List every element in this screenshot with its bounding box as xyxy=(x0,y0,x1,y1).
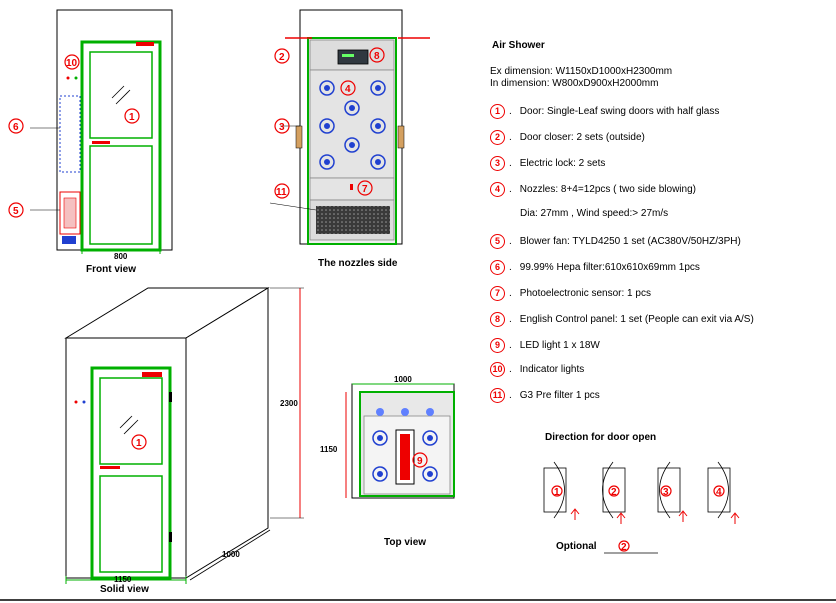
svg-text:3: 3 xyxy=(279,122,285,133)
front-width-label: 800 xyxy=(114,252,128,261)
svg-text:7: 7 xyxy=(362,184,368,195)
spec-number-marker: 8 xyxy=(490,312,505,327)
spec-separator: . xyxy=(509,288,512,299)
marker-6-front: 6 xyxy=(8,118,24,134)
door-option-2: 2 xyxy=(602,461,626,524)
marker-1-front: 1 xyxy=(124,108,140,124)
door-option-1: 1 xyxy=(543,461,580,520)
spec-item: 2. Door closer: 2 sets (outside) xyxy=(490,130,645,145)
spec-text: 99.99% Hepa filter:610x610x69mm 1pcs xyxy=(519,262,700,273)
nozzles-side-caption: The nozzles side xyxy=(318,258,398,269)
spec-item: 5. Blower fan: TYLD4250 1 set (AC380V/50H… xyxy=(490,234,741,249)
spec-number-marker: 7 xyxy=(490,286,505,301)
solid-view: 1150 1000 2300 1 xyxy=(64,287,304,584)
spec-text: Photoelectronic sensor: 1 pcs xyxy=(519,288,651,299)
svg-text:4: 4 xyxy=(716,487,722,498)
spec-separator: . xyxy=(509,158,512,169)
spec-separator: . xyxy=(509,314,512,325)
svg-text:6: 6 xyxy=(13,122,19,133)
spec-separator: . xyxy=(509,390,512,401)
front-view: 800 10 6 5 1 xyxy=(8,9,173,261)
spec-number-marker: 5 xyxy=(490,234,505,249)
solid-depth-label: 1000 xyxy=(222,550,240,559)
marker-5-front: 5 xyxy=(8,202,24,218)
spec-separator: . xyxy=(509,262,512,273)
top-view-caption: Top view xyxy=(384,537,427,548)
svg-text:4: 4 xyxy=(345,84,351,95)
solid-width-label: 1150 xyxy=(114,575,132,584)
spec-number-marker: 3 xyxy=(490,156,505,171)
spec-separator: . xyxy=(509,364,512,375)
front-door-glass xyxy=(89,51,153,139)
front-door-handle xyxy=(92,141,110,144)
solid-view-caption: Solid view xyxy=(100,584,149,595)
svg-text:1: 1 xyxy=(554,487,560,498)
svg-text:2: 2 xyxy=(611,487,617,498)
ex-dimension: Ex dimension: W1150xD1000xH2300mm xyxy=(490,66,673,77)
solid-height-label: 2300 xyxy=(280,399,298,408)
svg-text:10: 10 xyxy=(66,58,78,69)
spec-text: LED light 1 x 18W xyxy=(519,340,600,351)
spec-text: Indicator lights xyxy=(519,364,585,375)
spec-number-marker: 1 xyxy=(490,104,505,119)
spec-item: 3. Electric lock: 2 sets xyxy=(490,156,605,171)
svg-text:3: 3 xyxy=(663,487,669,498)
spec-text: Electric lock: 2 sets xyxy=(519,158,606,169)
door-option-4: 4 xyxy=(707,461,740,524)
spec-separator: . xyxy=(509,236,512,247)
svg-text:1: 1 xyxy=(136,438,142,449)
spec-item: 4. Nozzles: 8+4=12pcs ( two side blowing) xyxy=(490,182,696,197)
nozzles-side-view: 8 4 7 2 3 11 xyxy=(269,9,430,245)
svg-text:8: 8 xyxy=(374,51,380,62)
spec-number-marker: 10 xyxy=(490,362,505,377)
front-hepa-filter xyxy=(59,95,81,173)
pre-filter-grille xyxy=(316,206,390,234)
spec-text: English Control panel: 1 set (People can… xyxy=(519,314,754,325)
spec-item: 1. Door: Single-Leaf swing doors with hal… xyxy=(490,104,719,119)
front-door-closer xyxy=(136,42,154,46)
svg-text:1: 1 xyxy=(129,112,135,123)
spec-text: Blower fan: TYLD4250 1 set (AC380V/50HZ/… xyxy=(519,236,741,247)
top-view: 1000 1150 9 xyxy=(320,375,455,499)
spec-number-marker: 4 xyxy=(490,182,505,197)
spec-item: 11. G3 Pre filter 1 pcs xyxy=(490,388,600,403)
spec-text: Door: Single-Leaf swing doors with half … xyxy=(519,106,720,117)
door-open-directions: 1 2 3 4 2 xyxy=(543,461,740,554)
spec-item: 10. Indicator lights xyxy=(490,362,584,377)
spec-item: Dia: 27mm , Wind speed:> 27m/s xyxy=(520,208,668,219)
spec-item: 7. Photoelectronic sensor: 1 pcs xyxy=(490,286,651,301)
front-view-caption: Front view xyxy=(86,264,137,275)
spec-number-marker: 9 xyxy=(490,338,505,353)
spec-separator: . xyxy=(509,340,512,351)
spec-text: Door closer: 2 sets (outside) xyxy=(519,132,645,143)
in-dimension: In dimension: W800xD900xH2000mm xyxy=(490,78,659,89)
spec-number-marker: 2 xyxy=(490,130,505,145)
door-option-3: 3 xyxy=(657,461,688,522)
spec-text: G3 Pre filter 1 pcs xyxy=(519,390,600,401)
spec-separator: . xyxy=(509,184,512,195)
spec-title: Air Shower xyxy=(492,40,545,51)
spec-separator: . xyxy=(509,106,512,117)
optional-value: 2 xyxy=(621,542,627,553)
svg-text:2: 2 xyxy=(279,52,285,63)
top-width-label: 1000 xyxy=(394,375,412,384)
spec-number-marker: 11 xyxy=(490,388,505,403)
spec-text: Nozzles: 8+4=12pcs ( two side blowing) xyxy=(519,184,696,195)
marker-10-front: 10 xyxy=(64,54,80,70)
svg-text:11: 11 xyxy=(276,187,287,198)
optional-label: Optional xyxy=(556,541,597,552)
spec-separator: . xyxy=(509,132,512,143)
svg-text:5: 5 xyxy=(13,206,19,217)
spec-item: 6. 99.99% Hepa filter:610x610x69mm 1pcs xyxy=(490,260,700,275)
spec-item: 8. English Control panel: 1 set (People c… xyxy=(490,312,754,327)
spec-number-marker: 6 xyxy=(490,260,505,275)
spec-text: Dia: 27mm , Wind speed:> 27m/s xyxy=(520,208,669,219)
door-open-title: Direction for door open xyxy=(545,432,657,443)
top-depth-label: 1150 xyxy=(320,445,338,454)
svg-text:9: 9 xyxy=(417,456,423,467)
front-door-lower xyxy=(89,145,153,245)
spec-item: 9. LED light 1 x 18W xyxy=(490,338,600,353)
